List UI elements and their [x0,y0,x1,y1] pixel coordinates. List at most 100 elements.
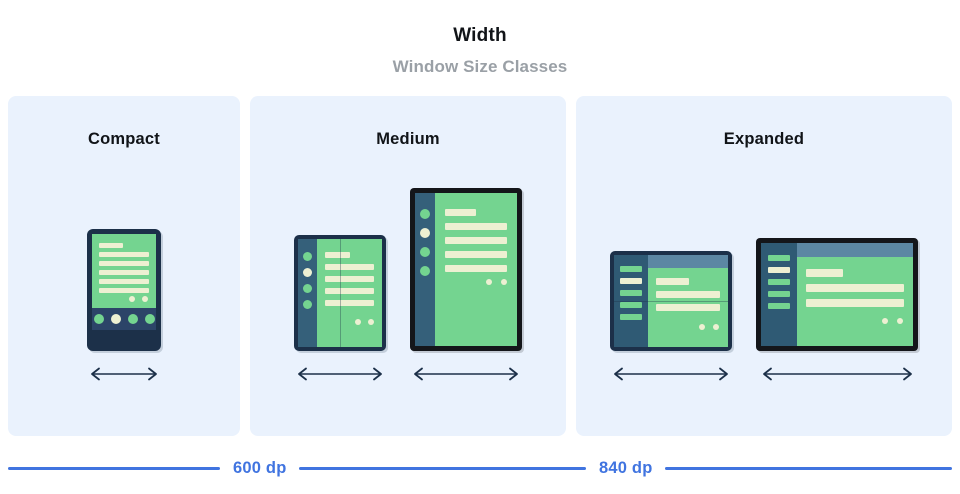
scale-rule-expanded [665,467,952,470]
navigation-rail [298,239,317,347]
content-dots [486,279,507,285]
phone-screen [92,234,156,330]
content-line [445,251,507,258]
content-dot [699,324,705,330]
breakpoint-label-600: 600 dp [233,459,287,477]
device-col-tablet-portrait [410,188,522,386]
panel-label-compact: Compact [88,130,160,148]
content-dot [501,279,507,285]
content-line [325,288,374,294]
content-line [325,264,374,270]
content-line [99,270,149,275]
content-line [99,261,149,266]
bottom-nav-item-active [110,314,121,324]
content-dot [882,318,888,324]
navigation-rail [415,193,435,346]
content-line [656,304,720,311]
content-dot [713,324,719,330]
device-group-medium [250,188,566,386]
content-line [99,243,123,248]
tablet-landscape-content [797,243,913,346]
content-line [325,252,351,258]
bottom-navigation-bar [92,308,156,330]
navigation-drawer [761,243,797,346]
content-line [99,288,149,293]
content-dots [129,296,148,302]
top-app-bar [797,243,913,257]
content-dot [142,296,148,302]
top-app-bar [648,255,728,268]
foldable-landscape-content [648,255,728,347]
nav-drawer-item [620,290,642,296]
nav-drawer-item [768,279,790,285]
content-dots [882,318,903,324]
content-line [806,269,844,277]
panel-expanded: Expanded [576,96,952,436]
nav-drawer-item [768,255,790,261]
content-dots [355,319,374,325]
content-line [445,265,507,272]
nav-drawer-item [620,266,642,272]
foldable-portrait-content [317,239,382,347]
content-line [806,299,904,307]
nav-rail-item [303,252,312,261]
device-col-foldable-portrait [294,235,386,386]
phone-content [92,234,156,293]
panel-label-medium: Medium [376,130,440,148]
panel-medium: Medium [250,96,566,436]
content-dot [129,296,135,302]
device-col-phone-portrait [87,229,161,386]
nav-drawer-item-active [768,267,790,273]
content-area [648,268,728,311]
content-dot [897,318,903,324]
content-dot [355,319,361,325]
breakpoint-scale: 600 dp 840 dp [8,459,952,478]
scale-rule-compact [8,467,220,470]
device-foldable-landscape [610,251,732,351]
device-group-expanded [576,238,952,386]
device-tablet-landscape [756,238,918,351]
content-line [656,278,690,285]
content-line [656,291,720,298]
tablet-portrait-screen [415,193,517,346]
device-group-compact [8,229,240,386]
content-line [99,252,149,257]
nav-rail-item [420,247,430,257]
foldable-landscape-screen [614,255,728,347]
content-line [325,300,374,306]
nav-drawer-item-active [620,278,642,284]
fold-seam [614,301,728,302]
content-dot [486,279,492,285]
content-area [797,257,913,307]
width-arrow-icon [760,367,915,386]
nav-drawer-item [768,291,790,297]
content-line [325,276,374,282]
panel-label-expanded: Expanded [723,130,805,148]
fold-seam [340,239,341,347]
device-tablet-portrait [410,188,522,351]
content-line [445,237,507,244]
width-arrow-icon [411,367,521,386]
width-arrow-icon [611,367,731,386]
breakpoint-label-840: 840 dp [599,459,653,477]
bottom-nav-item [93,314,104,324]
device-phone-portrait [87,229,161,351]
navigation-drawer [614,255,648,347]
panel-compact: Compact [8,96,240,436]
device-foldable-portrait [294,235,386,351]
nav-rail-item-active [420,228,430,238]
nav-rail-item-active [303,268,312,277]
nav-rail-item [420,209,430,219]
tablet-portrait-content [435,193,517,346]
nav-drawer-item [620,314,642,320]
content-dot [368,319,374,325]
nav-rail-item [420,266,430,276]
nav-rail-item [303,300,312,309]
nav-drawer-item [620,302,642,308]
content-line [806,284,904,292]
width-arrow-icon [88,367,160,386]
bottom-nav-item [144,314,155,324]
foldable-portrait-screen [298,239,382,347]
tablet-landscape-screen [761,243,913,346]
